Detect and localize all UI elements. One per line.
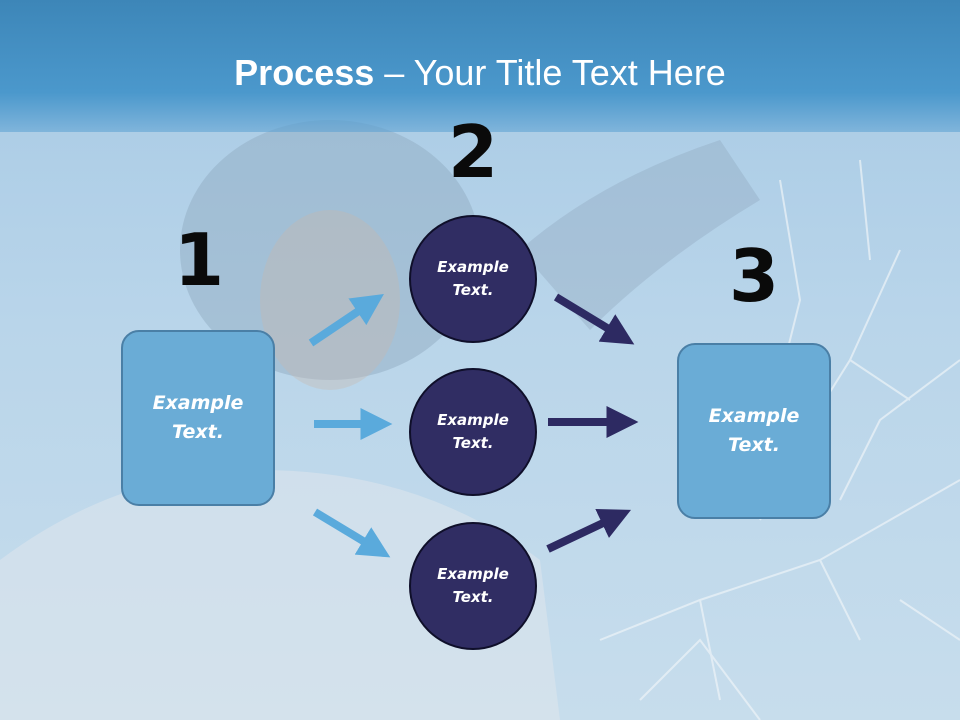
circle-top-line2: Text. — [452, 281, 494, 299]
step-1-text-line1: Example — [152, 392, 244, 414]
step-3-text-line1: Example — [708, 405, 800, 427]
step-number-2: 2 — [447, 110, 499, 194]
circle-middle-line2: Text. — [452, 434, 494, 452]
step-1-text-line2: Text. — [172, 421, 224, 443]
step-number-3: 3 — [728, 234, 780, 318]
title-bold: Process — [234, 52, 375, 93]
arrow-light-down — [312, 508, 391, 558]
slide-title: Process – Your Title Text Here — [0, 52, 960, 94]
title-rest: – Your Title Text Here — [374, 52, 726, 93]
step-number-1: 1 — [173, 218, 225, 302]
circle-middle-line1: Example — [437, 411, 509, 429]
arrow-light-up — [308, 293, 384, 347]
circle-bottom-line2: Text. — [452, 588, 494, 606]
circle-top-line1: Example — [437, 258, 509, 276]
arrow-dark-down — [553, 293, 635, 345]
circle-bottom-line1: Example — [437, 565, 509, 583]
arrow-dark-up — [546, 509, 632, 553]
step-3-text-line2: Text. — [728, 434, 780, 456]
header-band — [0, 0, 960, 132]
